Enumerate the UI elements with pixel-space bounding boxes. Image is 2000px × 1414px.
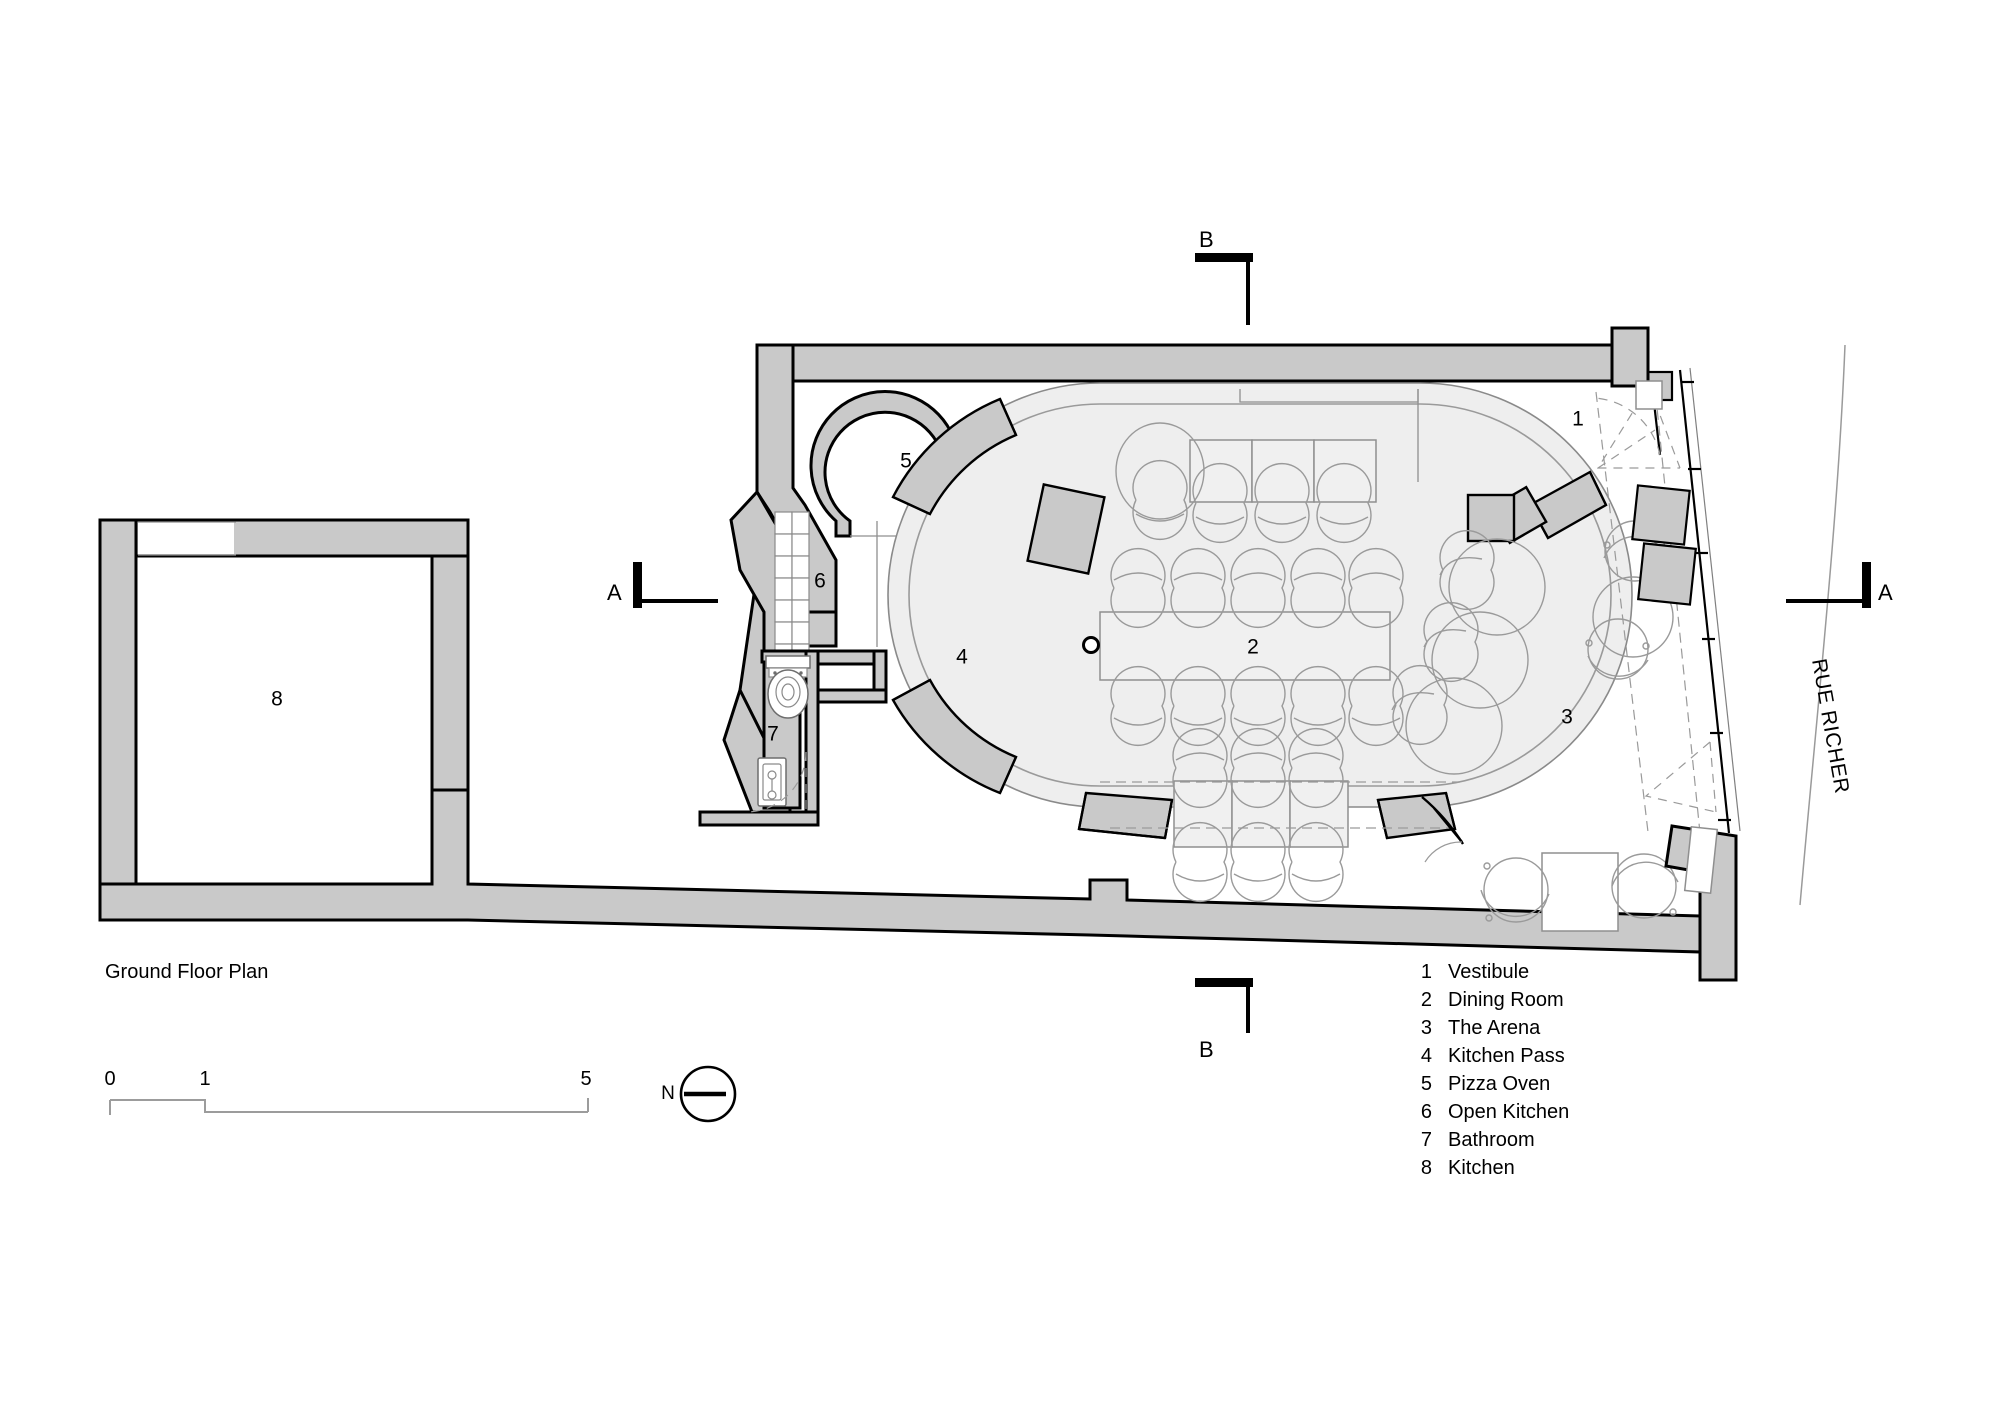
scale-tick-5: 5 — [580, 1068, 591, 1090]
legend-num-2: 2 — [1421, 989, 1432, 1011]
section-marker-a-left: A — [607, 562, 718, 608]
curved-banquette-seating — [891, 397, 1608, 840]
arena-chair — [1585, 618, 1650, 680]
street-name: RUE RICHER — [1807, 657, 1853, 796]
room-tag-8: 8 — [271, 688, 283, 711]
chair-row-bottom-lower — [1172, 821, 1344, 903]
chair-row-bottom-upper — [1172, 727, 1344, 809]
legend-item: 4 Kitchen Pass — [1421, 1045, 1565, 1067]
bathroom-door-swing — [745, 751, 807, 813]
toilet-fixture — [765, 655, 811, 719]
room-tag-6: 6 — [814, 570, 826, 593]
folding-door-swing-lower — [1644, 741, 1717, 813]
legend-item: 3 The Arena — [1421, 1017, 1541, 1039]
north-counter — [1239, 389, 1419, 482]
site-boundary-curve — [1799, 344, 1846, 906]
arena-chair — [1480, 857, 1550, 923]
kitchen-tile-grid — [774, 511, 810, 667]
room-tag-2: 2 — [1247, 636, 1259, 659]
room-tag-5: 5 — [900, 450, 912, 473]
room-tag-7: 7 — [767, 723, 779, 746]
north-label: N — [661, 1083, 675, 1104]
legend-item: 1 Vestibule — [1421, 961, 1529, 983]
legend-label-3: The Arena — [1448, 1017, 1541, 1039]
legend-label-5: Pizza Oven — [1448, 1073, 1550, 1095]
legend-label-1: Vestibule — [1448, 961, 1529, 983]
legend-num-1: 1 — [1421, 961, 1432, 983]
scale-tick-1: 1 — [199, 1068, 210, 1090]
section-marker-a-right: A — [1786, 562, 1893, 608]
vestibule-walls — [1610, 326, 1663, 410]
room-number-tags: 8 6 5 7 4 2 3 1 — [271, 408, 1584, 746]
folding-door-swing-upper — [1596, 385, 1681, 469]
south-corridor-wall — [98, 788, 1738, 980]
section-letter-a-left: A — [607, 580, 622, 605]
street-label: RUE RICHER — [1807, 657, 1853, 796]
legend-item: 8 Kitchen — [1421, 1157, 1515, 1179]
chair-group-top — [1132, 459, 1372, 544]
legend-label-4: Kitchen Pass — [1448, 1045, 1565, 1067]
sink-fixture — [757, 757, 787, 807]
page-title: Ground Floor Plan — [105, 961, 268, 983]
section-marker-b-bottom: B — [1195, 978, 1253, 1062]
scale-tick-0: 0 — [104, 1068, 115, 1090]
legend: 1 Vestibule 2 Dining Room 3 The Arena 4 … — [1421, 961, 1569, 1179]
east-facade-glazing — [1594, 367, 1741, 982]
section-letter-a-right: A — [1878, 580, 1893, 605]
section-letter-b-bottom: B — [1199, 1037, 1214, 1062]
north-compass: N — [661, 1065, 737, 1123]
section-letter-b-top: B — [1199, 227, 1214, 252]
room-tag-1: 1 — [1572, 408, 1584, 431]
legend-item: 7 Bathroom — [1421, 1129, 1535, 1151]
legend-item: 6 Open Kitchen — [1421, 1101, 1569, 1123]
legend-label-2: Dining Room — [1448, 989, 1564, 1011]
scale-bar: 0 1 5 — [104, 1068, 592, 1115]
legend-item: 5 Pizza Oven — [1421, 1073, 1550, 1095]
legend-num-6: 6 — [1421, 1101, 1432, 1123]
legend-num-3: 3 — [1421, 1017, 1432, 1039]
open-kitchen-zone — [774, 511, 878, 667]
chair-row-above-table — [1110, 547, 1404, 629]
room-tag-4: 4 — [956, 646, 968, 669]
bathroom — [698, 649, 888, 827]
legend-num-8: 8 — [1421, 1157, 1432, 1179]
section-marker-b-top: B — [1195, 227, 1253, 325]
legend-num-4: 4 — [1421, 1045, 1432, 1067]
legend-num-5: 5 — [1421, 1073, 1432, 1095]
legend-label-6: Open Kitchen — [1448, 1101, 1569, 1123]
legend-num-7: 7 — [1421, 1129, 1432, 1151]
legend-item: 2 Dining Room — [1421, 989, 1564, 1011]
legend-label-8: Kitchen — [1448, 1157, 1515, 1179]
facade-mullions — [1681, 380, 1731, 822]
kitchen-block — [98, 518, 470, 922]
dining-furniture — [1082, 422, 1460, 903]
legend-label-7: Bathroom — [1448, 1129, 1535, 1151]
room-tag-3: 3 — [1561, 706, 1573, 729]
